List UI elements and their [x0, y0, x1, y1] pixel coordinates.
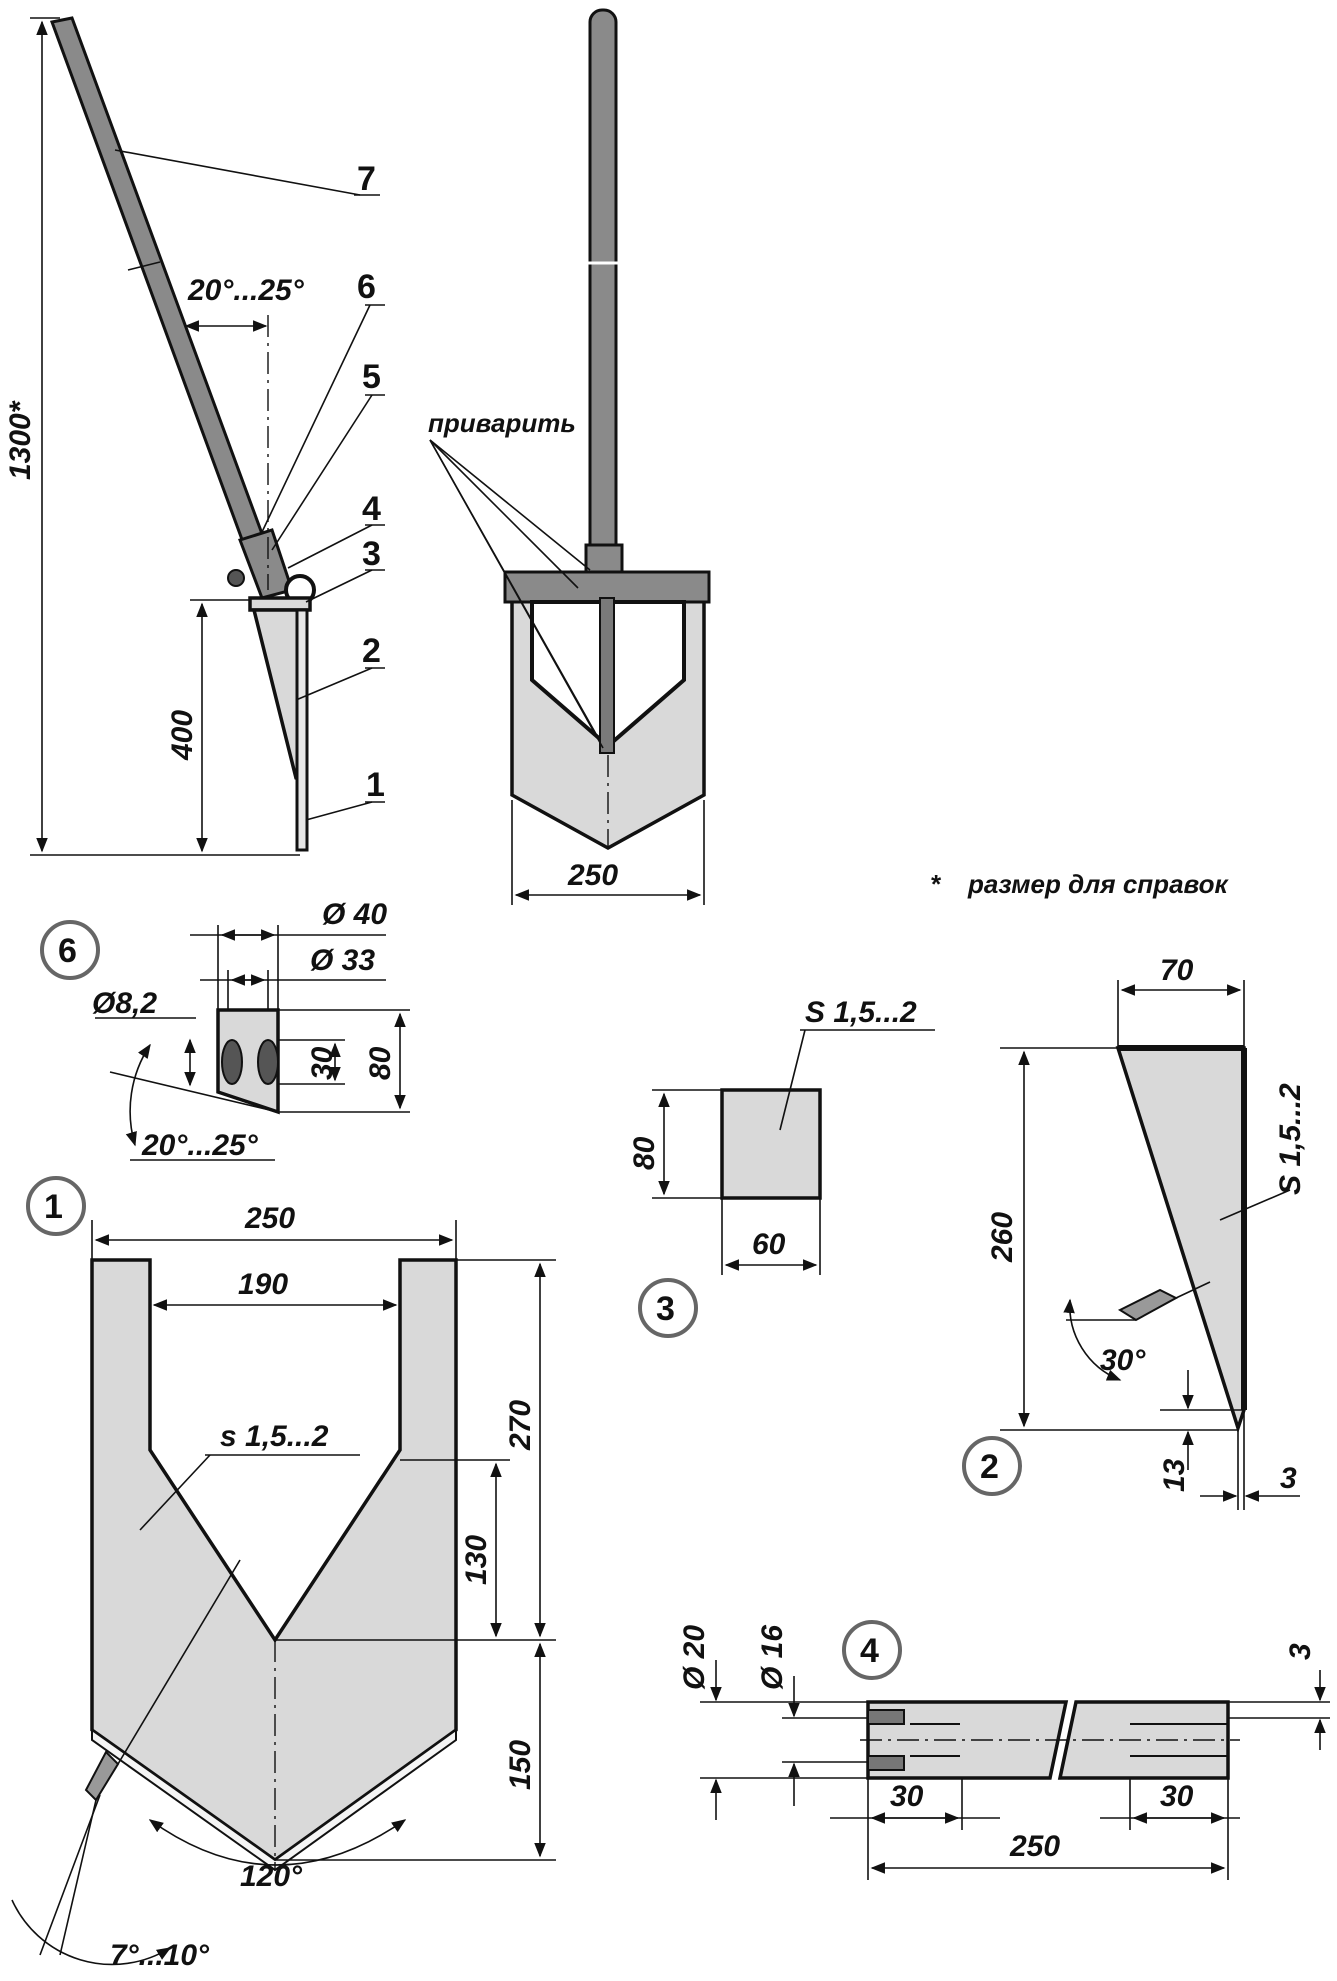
- part-3-dim-80: 80: [628, 1136, 661, 1170]
- part-2-dim-260: 260: [986, 1212, 1019, 1263]
- part-6-number: 6: [58, 932, 77, 970]
- callout-7: 7: [357, 160, 376, 198]
- part-6-detail: 6 Ø 40 Ø 33 Ø8,2 30 80 20°...25°: [40, 898, 410, 1162]
- callout-1: 1: [366, 766, 385, 804]
- dim-blade-height: 400: [166, 710, 199, 761]
- part-4-dim-30-right: 30: [1160, 1780, 1194, 1813]
- part-1-dim-190: 190: [238, 1268, 288, 1301]
- callout-4: 4: [362, 490, 381, 528]
- part-1-number: 1: [44, 1188, 63, 1226]
- part-4-dim-d20: Ø 20: [678, 1625, 711, 1690]
- part-6-dim-d33: Ø 33: [310, 944, 375, 977]
- part-3-number-circle: [638, 1278, 698, 1338]
- part-2-detail: 70 260 S 1,5...2 30° 13 3 2: [962, 954, 1307, 1510]
- part-6-dim-d40: Ø 40: [322, 898, 387, 931]
- rib-section: [1117, 1288, 1179, 1322]
- rib-front: [599, 597, 615, 754]
- side-view: 1300* 400 20°...25° 7 6 5 4 3 2 1: [4, 16, 385, 856]
- part-1-dim-angle-tip: 120°: [240, 1860, 303, 1893]
- part-1-dim-thickness: s 1,5...2: [220, 1420, 329, 1453]
- part-6-dim-80: 80: [364, 1046, 397, 1080]
- part-1-dim-angle-edge: 7°...10°: [110, 1939, 210, 1972]
- part-2-dim-70: 70: [1160, 954, 1194, 987]
- tube-detail-left: [866, 1700, 1069, 1780]
- part-3-dim-thickness: S 1,5...2: [805, 996, 917, 1029]
- callout-5: 5: [362, 358, 381, 396]
- part-4-detail: 4 Ø 20 Ø 16 3 30: [678, 1620, 1330, 1880]
- dim-front-width: 250: [567, 859, 618, 892]
- part-6-number-circle: [40, 920, 100, 980]
- part-1-dim-250: 250: [244, 1202, 295, 1235]
- part-6-dim-d8: Ø8,2: [92, 987, 157, 1020]
- part-4-dim-30-left: 30: [890, 1780, 924, 1813]
- part-2-dim-thickness: S 1,5...2: [1274, 1083, 1307, 1195]
- part-2-number-circle: [962, 1436, 1022, 1496]
- part-2-dim-angle: 30°: [1100, 1344, 1146, 1377]
- front-view: приварить 250: [428, 8, 711, 905]
- dim-total-height: 1300*: [4, 400, 37, 480]
- part-3-detail: S 1,5...2 80 60 3: [628, 996, 935, 1338]
- part-1-dim-270: 270: [504, 1400, 537, 1451]
- callout-3: 3: [362, 535, 381, 573]
- blade-edge-section: [84, 1750, 120, 1802]
- part-4-dim-3: 3: [1284, 1643, 1317, 1660]
- blade-side: [295, 608, 309, 852]
- part-1-number-circle: [26, 1176, 86, 1236]
- handle-tube-front: [588, 8, 618, 560]
- part-4-number: 4: [860, 1632, 879, 1670]
- part-3-dim-60: 60: [752, 1228, 786, 1261]
- footnote: * размер для справок: [930, 869, 1229, 899]
- top-plate-detail: [720, 1088, 822, 1200]
- part-2-dim-3: 3: [1280, 1462, 1297, 1495]
- part-2-number: 2: [980, 1448, 999, 1486]
- part-6-dim-30: 30: [306, 1046, 339, 1080]
- weld-label: приварить: [428, 408, 576, 438]
- part-4-number-circle: [842, 1620, 902, 1680]
- footnote-mark: *: [930, 869, 942, 899]
- part-1-detail: 1 250 190 s 1,5...2 270 130 150 120°: [11, 1176, 556, 1972]
- part-3-number: 3: [656, 1290, 675, 1328]
- bolt-side: [227, 569, 245, 587]
- part-1-dim-130: 130: [460, 1535, 493, 1585]
- part-4-dim-d16: Ø 16: [756, 1625, 789, 1690]
- callout-6: 6: [357, 268, 376, 306]
- part-1-dim-150: 150: [504, 1740, 537, 1790]
- part-4-dim-250: 250: [1009, 1830, 1060, 1863]
- dim-handle-angle: 20°...25°: [187, 274, 305, 307]
- top-plate-side: [248, 596, 312, 612]
- part-6-dim-angle: 20°...25°: [141, 1129, 259, 1162]
- footnote-text: размер для справок: [967, 869, 1229, 899]
- callout-2: 2: [362, 632, 381, 670]
- part-2-dim-13: 13: [1158, 1458, 1191, 1492]
